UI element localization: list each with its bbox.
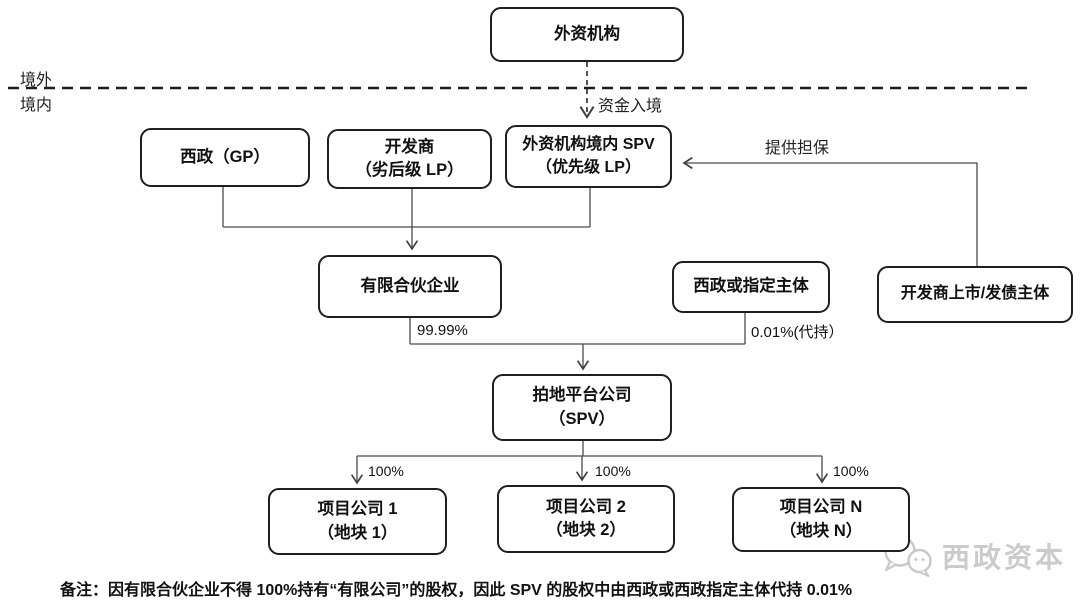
node-limited-partnership: 有限合伙企业 [318,255,502,318]
footnote: 备注：因有限合伙企业不得 100%持有“有限公司”的股权，因此 SPV 的股权中… [60,582,853,599]
edge-guarantee [682,156,978,266]
node-xizheng-or-designated: 西政或指定主体 [672,261,830,313]
node-label-line2: （地块 N） [779,521,863,540]
node-label: 外资机构 [554,24,620,43]
watermark-brand-text: 西政资本 [942,542,1067,573]
equity-100-project2-label: 100% [595,463,631,479]
node-label-line2: （SPV） [548,409,616,428]
equity-0-01-nominee-label: 0.01%(代持） [751,324,844,341]
node-label-line1: 项目公司 N [779,498,863,517]
onshore-label: 境内 [20,97,53,114]
node-label-line2: （地块 1） [317,523,398,542]
node-label-line1: 外资机构境内 SPV [522,135,655,153]
node-label-line1: 开发商 [384,137,435,156]
equity-100-project1-label: 100% [368,463,404,479]
node-label-line2: （劣后级 LP） [355,161,464,179]
guarantee-label: 提供担保 [765,140,830,157]
node-label: 开发商上市/发债主体 [900,285,1050,303]
node-label-line1: 项目公司 2 [546,497,626,516]
node-label: 西政（GP） [180,147,270,166]
node-label-line2: （优先级 LP） [536,158,641,176]
node-label: 西政或指定主体 [693,277,809,296]
node-project-company-n: 项目公司 N （地块 N） [732,487,910,552]
node-foreign-institution: 外资机构 [490,7,684,62]
node-project-company-1: 项目公司 1 （地块 1） [268,488,447,555]
node-land-platform-spv: 拍地平台公司 （SPV） [492,374,672,441]
node-xizheng-gp: 西政（GP） [140,128,310,187]
equity-100-projectn-label: 100% [833,463,869,479]
node-label: 有限合伙企业 [360,276,460,295]
offshore-label: 境外 [20,72,53,89]
node-label-line2: （地块 2） [546,521,626,539]
node-onshore-spv: 外资机构境内 SPV （优先级 LP） [505,125,672,188]
node-label-line1: 项目公司 1 [317,500,398,519]
node-project-company-2: 项目公司 2 （地块 2） [497,485,675,553]
node-developer-lp: 开发商 （劣后级 LP） [327,129,492,189]
capital-entry-label: 资金入境 [598,98,663,115]
node-label-line1: 拍地平台公司 [532,386,632,405]
equity-99-99-label: 99.99% [417,322,468,339]
node-developer-listed-entity: 开发商上市/发债主体 [877,266,1073,323]
